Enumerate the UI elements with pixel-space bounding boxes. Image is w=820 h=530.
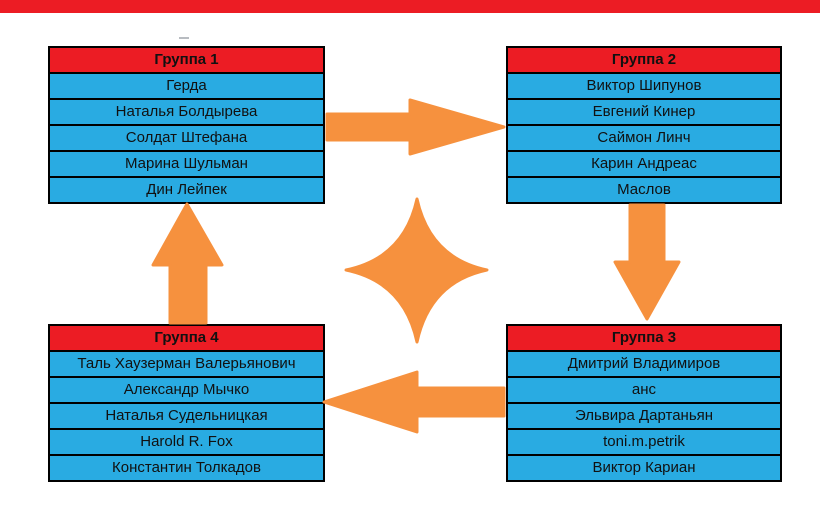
group-1-table: Группа 1 Герда Наталья Болдырева Солдат …: [48, 46, 325, 204]
group-1-member-row: Герда: [48, 72, 325, 100]
group-3-member-row: анс: [506, 376, 782, 404]
group-3-member-row: toni.m.petrik: [506, 428, 782, 456]
arrow-group4-to-group1-up-icon: [151, 202, 224, 325]
arrow-group2-to-group3-down-icon: [613, 203, 681, 321]
group-2-member-row: Саймон Линч: [506, 124, 782, 152]
group-4-member-row: Александр Мычко: [48, 376, 325, 404]
group-2-member-row: Евгений Кинер: [506, 98, 782, 126]
arrow-group3-to-group4-left-icon: [322, 370, 506, 434]
group-3-header: Группа 3: [506, 324, 782, 352]
group-4-member-row: Harold R. Fox: [48, 428, 325, 456]
arrow-group1-to-group2-right-icon: [325, 98, 506, 156]
group-2-header: Группа 2: [506, 46, 782, 74]
group-4-table: Группа 4 Таль Хаузерман Валерьянович Але…: [48, 324, 325, 482]
group-4-member-row: Таль Хаузерман Валерьянович: [48, 350, 325, 378]
group-1-member-row: Солдат Штефана: [48, 124, 325, 152]
group-2-table: Группа 2 Виктор Шипунов Евгений Кинер Са…: [506, 46, 782, 204]
group-2-member-row: Маслов: [506, 176, 782, 204]
group-4-member-row: Константин Толкадов: [48, 454, 325, 482]
group-1-member-row: Наталья Болдырева: [48, 98, 325, 126]
group-3-member-row: Эльвира Дартаньян: [506, 402, 782, 430]
group-4-header: Группа 4: [48, 324, 325, 352]
group-1-header: Группа 1: [48, 46, 325, 74]
group-3-member-row: Виктор Кариан: [506, 454, 782, 482]
group-3-member-row: Дмитрий Владимиров: [506, 350, 782, 378]
four-point-star-icon: [344, 197, 489, 344]
top-red-strip: [0, 0, 820, 13]
group-4-member-row: Наталья Судельницкая: [48, 402, 325, 430]
group-1-member-row: Дин Лейпек: [48, 176, 325, 204]
group-2-member-row: Карин Андреас: [506, 150, 782, 178]
stray-dash-artifact: [179, 37, 189, 39]
group-3-table: Группа 3 Дмитрий Владимиров анс Эльвира …: [506, 324, 782, 482]
group-2-member-row: Виктор Шипунов: [506, 72, 782, 100]
group-1-member-row: Марина Шульман: [48, 150, 325, 178]
